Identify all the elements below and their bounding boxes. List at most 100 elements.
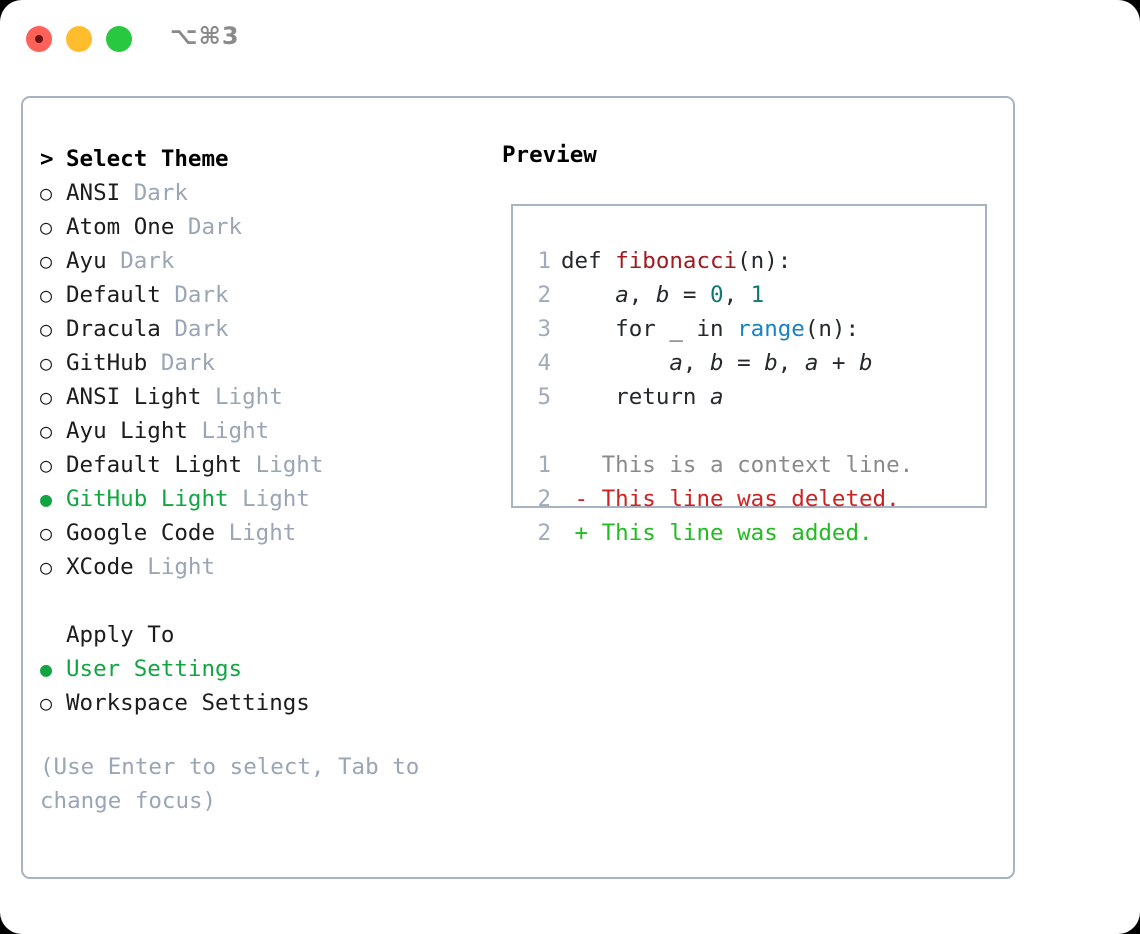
radio-unselected-icon: ○ [40, 521, 53, 545]
theme-item-variant: Dark [174, 282, 229, 308]
code-diff-separator [525, 414, 913, 448]
theme-item-name: Dracula [66, 316, 175, 342]
theme-item-variant: Dark [160, 350, 216, 376]
radio-unselected-icon: ○ [40, 691, 53, 715]
code-token: (n): [804, 316, 860, 342]
theme-item-name: Atom One [66, 214, 188, 240]
theme-item-variant: Light [215, 384, 283, 410]
theme-item-variant: Light [255, 452, 324, 478]
theme-item[interactable]: ○ Dracula Dark [40, 312, 480, 346]
theme-item[interactable]: ○ Ayu Dark [40, 244, 480, 278]
theme-item[interactable]: ○ Default Dark [40, 278, 480, 312]
diff-line-number: 2 [537, 486, 551, 512]
code-token: , [723, 282, 751, 308]
diff-line-text: + This line was added. [561, 520, 873, 546]
theme-item-variant: Dark [120, 248, 175, 274]
theme-item[interactable]: ○XCode Light [40, 550, 480, 584]
radio-selected-icon: ● [40, 657, 53, 681]
code-token: + [818, 350, 860, 376]
code-token: a [615, 282, 629, 308]
titlebar: ⌥⌘3 [0, 0, 1140, 78]
radio-unselected-icon: ○ [40, 215, 53, 239]
theme-picker-column: >Select Theme ○ANSI Dark○Atom One Dark○A… [40, 142, 480, 818]
theme-list: ○ANSI Dark○Atom One Dark○Ayu Dark○Defaul… [40, 176, 480, 584]
theme-item-name: Ayu [66, 248, 121, 274]
apply-to-option-label: User Settings [66, 656, 243, 682]
apply-to-option[interactable]: ● User Settings [40, 652, 480, 686]
code-line-number: 2 [537, 282, 551, 308]
close-window-button[interactable] [26, 26, 52, 52]
theme-item[interactable]: ○Default Light Light [40, 448, 480, 482]
diff-line: 2 - This line was deleted. [525, 482, 913, 516]
code-token [561, 350, 669, 376]
theme-picker-header: > Select Theme [40, 142, 480, 176]
theme-item-name: ANSI Light [66, 384, 216, 410]
theme-item-name: Default [66, 282, 175, 308]
apply-to-option-label: Workspace Settings [66, 690, 310, 716]
radio-unselected-icon: ○ [40, 385, 53, 409]
radio-unselected-icon: ○ [40, 317, 53, 341]
code-token: 1 [750, 282, 765, 308]
apply-to-title: Apply To [40, 618, 480, 652]
code-token [561, 282, 615, 308]
diff-line: 1 This is a context line. [525, 448, 913, 482]
apply-to-option[interactable]: ○ Workspace Settings [40, 686, 480, 720]
theme-picker-header-label: Select Theme [66, 146, 229, 172]
theme-item-variant: Dark [174, 316, 229, 342]
code-token: b [710, 350, 724, 376]
keyboard-hint: (Use Enter to select, Tab to change focu… [40, 754, 420, 814]
code-token: , [682, 350, 711, 376]
radio-unselected-icon: ○ [40, 419, 53, 443]
code-token: b [655, 282, 670, 308]
theme-item[interactable]: ○ GitHub Dark [40, 346, 480, 380]
code-line: 2 a, b = 0, 1 [525, 278, 913, 312]
radio-unselected-icon: ○ [40, 453, 53, 477]
theme-item[interactable]: ●GitHub Light Light [40, 482, 480, 516]
radio-unselected-icon: ○ [40, 249, 53, 273]
code-token: a [804, 350, 819, 376]
theme-item[interactable]: ○Ayu Light Light [40, 414, 480, 448]
theme-item-name: GitHub Light [66, 486, 243, 512]
code-token: a [710, 384, 724, 410]
theme-item-variant: Dark [133, 180, 188, 206]
radio-unselected-icon: ○ [40, 283, 53, 307]
diff-line: 2 + This line was added. [525, 516, 913, 550]
code-token: fibonacci [615, 248, 738, 274]
theme-item-variant: Light [147, 554, 216, 580]
theme-item-variant: Light [201, 418, 270, 444]
theme-item-name: GitHub [66, 350, 161, 376]
radio-unselected-icon: ○ [40, 181, 53, 205]
theme-item[interactable]: ○ ANSI Dark [40, 176, 480, 210]
theme-item[interactable]: ○ Atom One Dark [40, 210, 480, 244]
theme-item-name: ANSI [66, 180, 134, 206]
minimize-window-button[interactable] [66, 26, 92, 52]
code-token: = [723, 350, 765, 376]
code-token: b [859, 350, 873, 376]
code-line-number: 3 [537, 316, 551, 342]
code-token: return [561, 384, 711, 410]
code-token: for _ in [561, 316, 738, 342]
theme-item[interactable]: ○Google Code Light [40, 516, 480, 550]
maximize-window-button[interactable] [106, 26, 132, 52]
code-token: = [669, 282, 711, 308]
theme-item-variant: Dark [187, 214, 243, 240]
theme-item-variant: Light [242, 486, 310, 512]
code-token: , [628, 282, 656, 308]
radio-unselected-icon: ○ [40, 351, 53, 375]
code-token: 0 [710, 282, 724, 308]
theme-item-variant: Light [228, 520, 297, 546]
radio-unselected-icon: ○ [40, 555, 53, 579]
code-token: a [669, 350, 683, 376]
code-token: (n): [737, 248, 792, 274]
theme-item[interactable]: ○ ANSI Light Light [40, 380, 480, 414]
code-line-number: 4 [537, 350, 551, 376]
preview-label: Preview [502, 142, 597, 168]
diff-line-number: 1 [537, 452, 551, 478]
apply-to-title-label: Apply To [66, 622, 175, 648]
prompt-caret-icon: > [40, 146, 54, 172]
code-line: 4 a, b = b, a + b [525, 346, 913, 380]
code-line: 5 return a [525, 380, 913, 414]
